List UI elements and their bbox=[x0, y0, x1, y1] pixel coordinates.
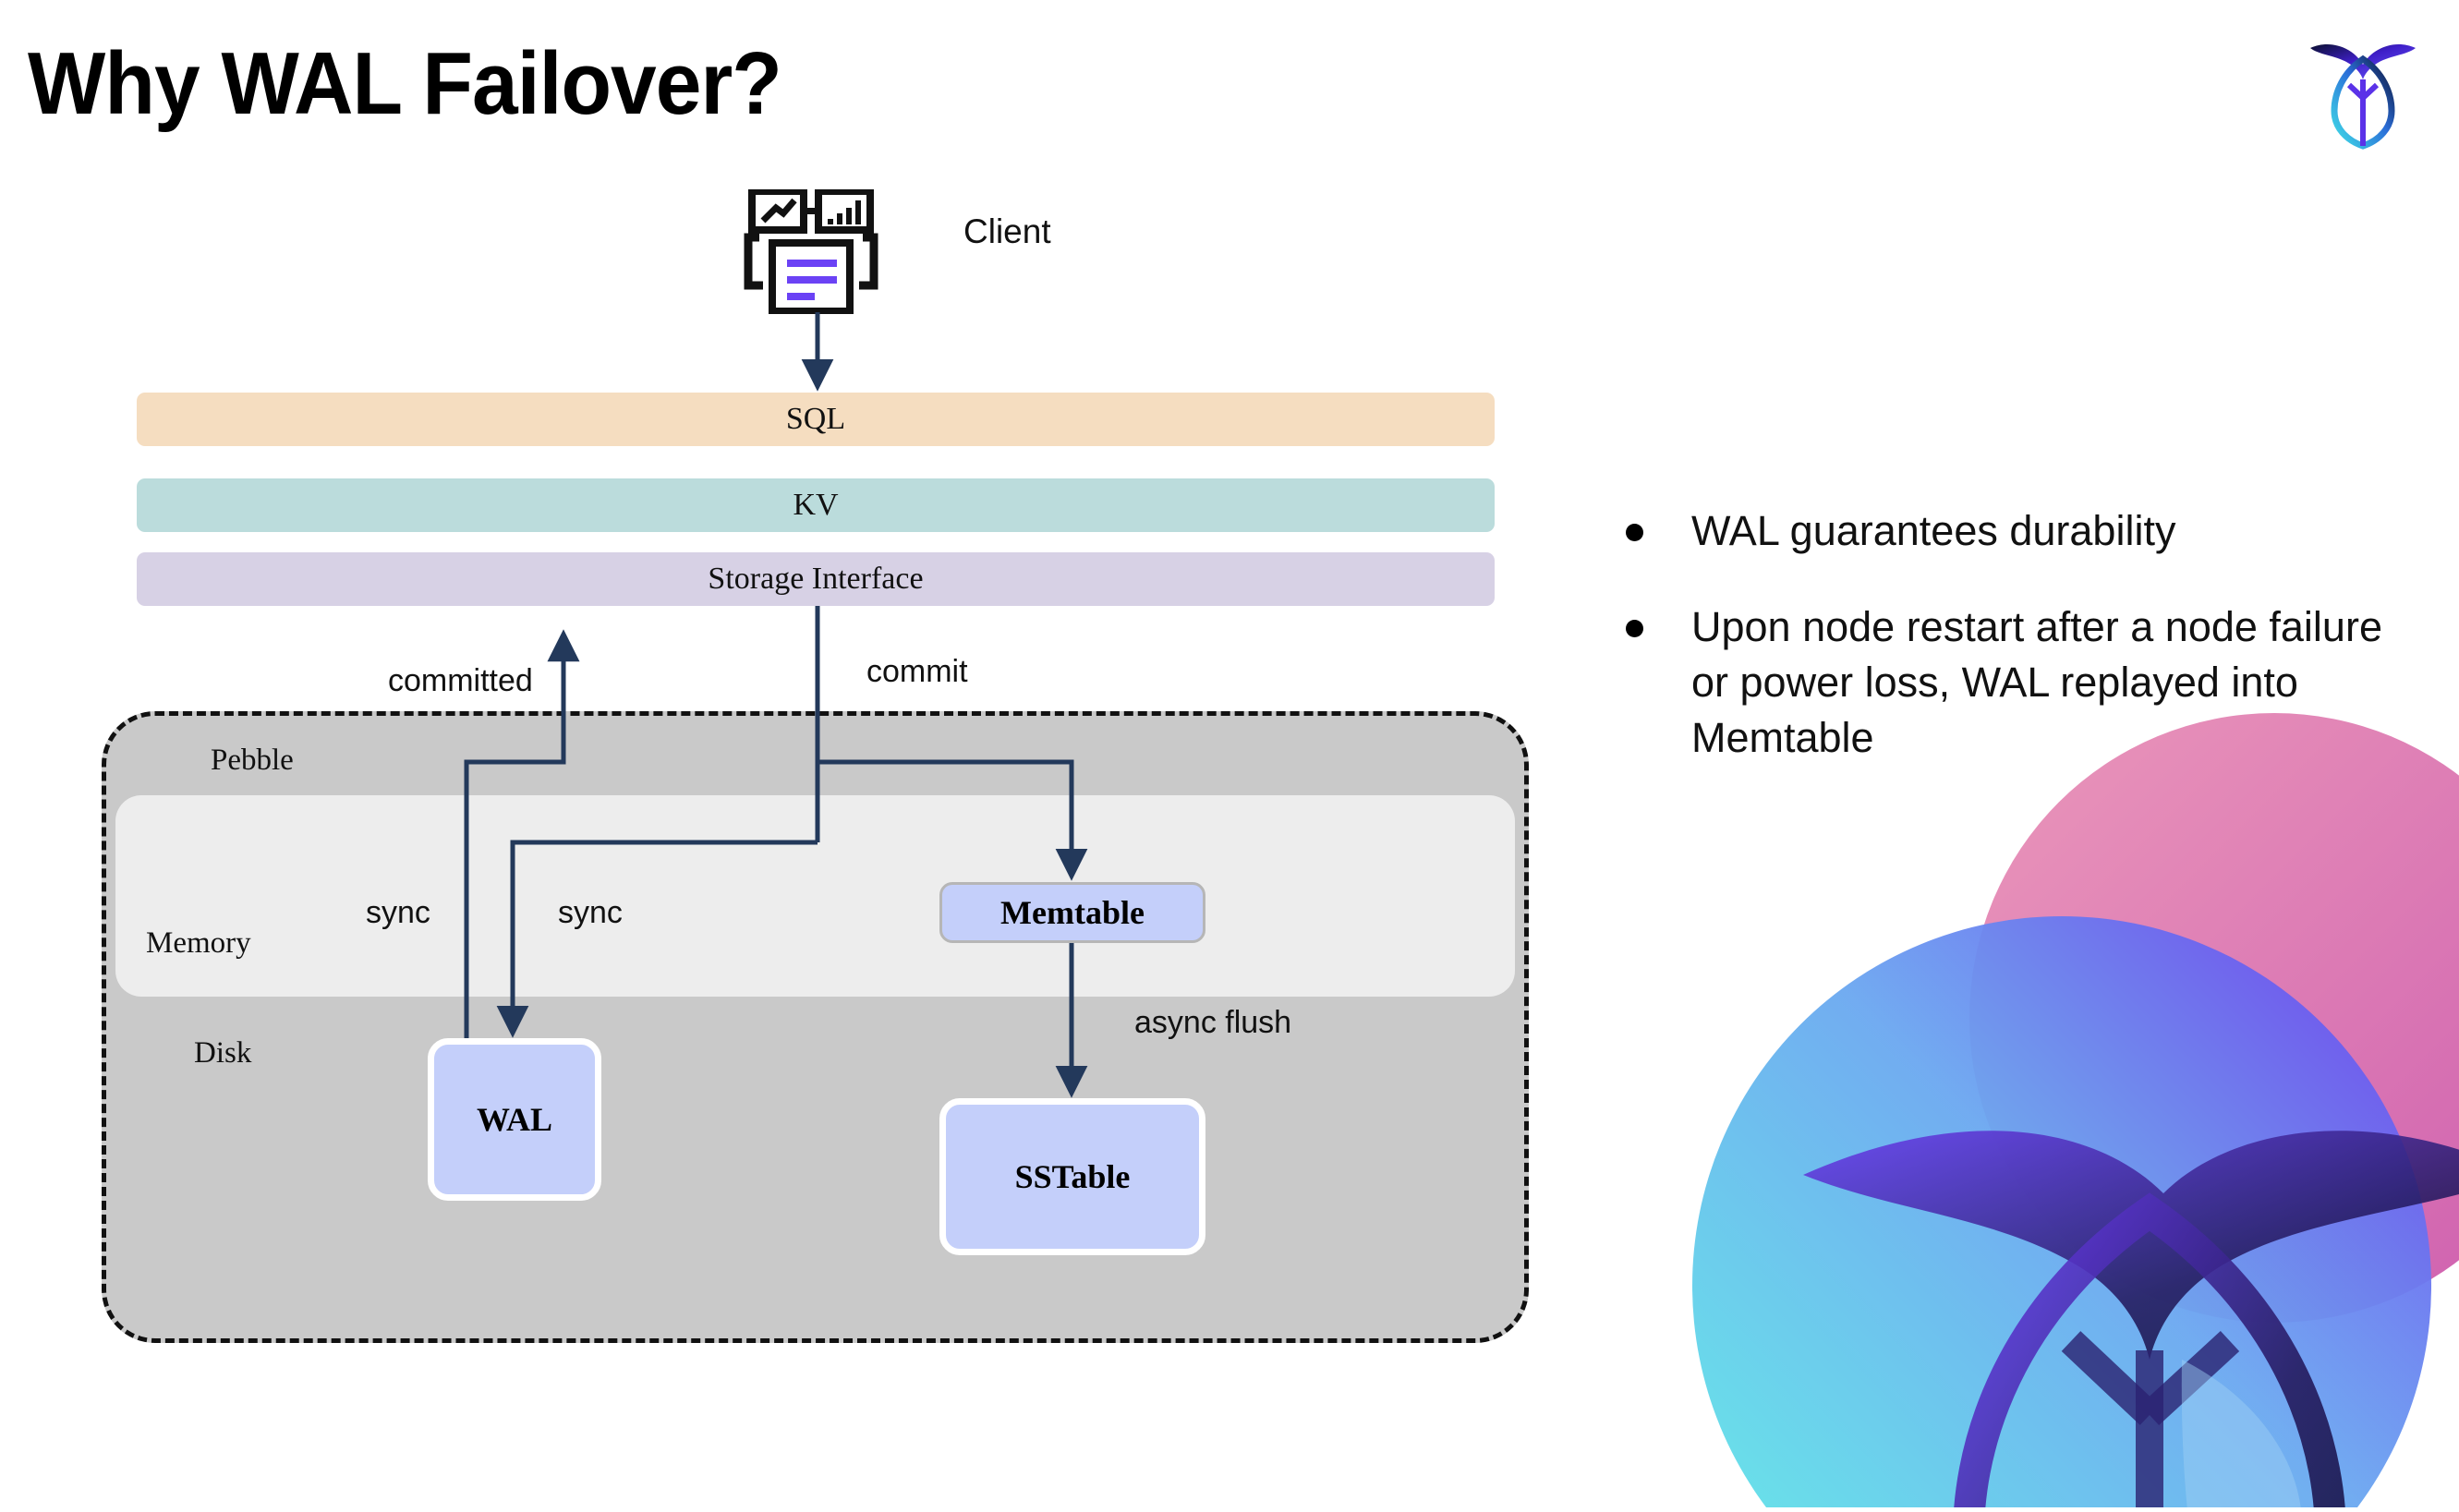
node-memtable-label: Memtable bbox=[1000, 894, 1145, 931]
client-dashboard-icon bbox=[739, 187, 882, 315]
cockroachdb-watermark-icon bbox=[1665, 713, 2459, 1512]
node-wal: WAL bbox=[428, 1038, 601, 1201]
list-item: Upon node restart after a node failure o… bbox=[1626, 599, 2420, 766]
bullet-text: Upon node restart after a node failure o… bbox=[1691, 602, 2382, 761]
bullet-text: WAL guarantees durability bbox=[1691, 507, 2176, 554]
bullet-list: WAL guarantees durability Upon node rest… bbox=[1626, 503, 2420, 805]
disk-label: Disk bbox=[194, 1036, 252, 1070]
layer-bar-kv-label: KV bbox=[793, 488, 839, 522]
bullet-dot-icon bbox=[1626, 619, 1643, 637]
bullet-dot-icon bbox=[1626, 524, 1643, 541]
layer-bar-sql: SQL bbox=[137, 393, 1495, 446]
list-item: WAL guarantees durability bbox=[1626, 503, 2420, 559]
layer-bar-storage-label: Storage Interface bbox=[708, 562, 924, 596]
cockroachdb-logo-icon bbox=[2303, 31, 2423, 150]
layer-bar-sql-label: SQL bbox=[785, 402, 846, 436]
edge-label-sync-right: sync bbox=[558, 895, 623, 930]
memory-zone bbox=[115, 795, 1515, 997]
client-label: Client bbox=[963, 212, 1051, 250]
node-sstable-label: SSTable bbox=[1014, 1158, 1131, 1195]
node-wal-label: WAL bbox=[476, 1101, 553, 1138]
layer-bar-kv: KV bbox=[137, 478, 1495, 532]
pebble-label: Pebble bbox=[211, 744, 294, 777]
page-title: Why WAL Failover? bbox=[28, 34, 782, 133]
node-memtable: Memtable bbox=[939, 882, 1205, 943]
edge-label-commit: commit bbox=[866, 654, 968, 689]
layer-bar-storage-interface: Storage Interface bbox=[137, 552, 1495, 606]
edge-label-committed: committed bbox=[388, 663, 533, 698]
node-sstable: SSTable bbox=[939, 1098, 1205, 1255]
edge-label-async-flush: async flush bbox=[1134, 1005, 1292, 1040]
edge-label-sync-left: sync bbox=[366, 895, 430, 930]
memory-label: Memory bbox=[146, 926, 251, 960]
